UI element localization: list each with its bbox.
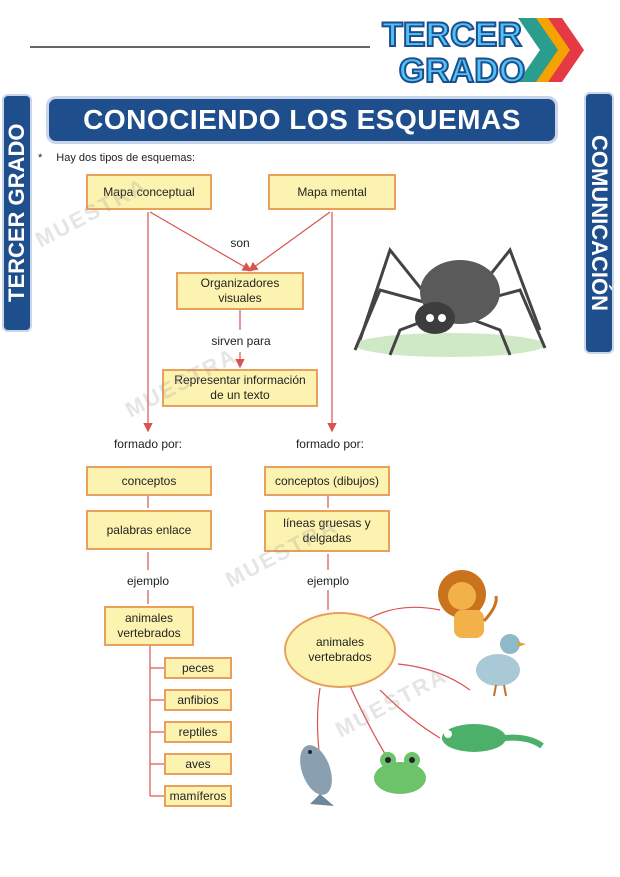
side-label-subject: COMUNICACIÓN [584, 92, 614, 354]
badge-line1: TERCER [382, 16, 522, 54]
page-title: CONOCIENDO LOS ESQUEMAS [46, 96, 558, 144]
header-rule [30, 46, 370, 48]
box-animales-vertebrados: animales vertebrados [104, 606, 194, 646]
box-mapa-mental: Mapa mental [268, 174, 396, 210]
box-lineas: líneas gruesas y delgadas [264, 510, 390, 552]
tercer-grado-badge: TERCER GRADO [381, 15, 584, 90]
intro-text: Hay dos tipos de esquemas: [56, 152, 196, 164]
frog-illustration [374, 752, 426, 794]
list-item-peces: peces [164, 657, 232, 679]
spider-illustration [353, 246, 547, 357]
label-sirven-para: sirven para [211, 334, 271, 348]
label-ejemplo-left: ejemplo [126, 574, 170, 588]
lizard-illustration [442, 724, 544, 752]
list-item-mamiferos: mamíferos [164, 785, 232, 807]
list-item-reptiles: reptiles [164, 721, 232, 743]
fish-illustration [300, 745, 334, 806]
intro-bullet: * [38, 152, 43, 164]
label-son: son [230, 236, 250, 250]
list-item-aves: aves [164, 753, 232, 775]
box-palabras-enlace: palabras enlace [86, 510, 212, 550]
box-representar: Representar información de un texto [162, 369, 318, 407]
label-formado-right: formado por: [295, 437, 365, 451]
bird-illustration [476, 634, 526, 697]
label-ejemplo-right: ejemplo [306, 574, 350, 588]
lion-illustration [438, 570, 498, 638]
list-item-anfibios: anfibios [164, 689, 232, 711]
intro-line: * Hay dos tipos de esquemas: [38, 152, 195, 164]
box-conceptos: conceptos [86, 466, 212, 496]
box-conceptos-dibujos: conceptos (dibujos) [264, 466, 390, 496]
label-formado-left: formado por: [113, 437, 183, 451]
box-organizadores: Organizadores visuales [176, 272, 304, 310]
oval-animales-vertebrados: animales vertebrados [284, 612, 396, 688]
badge-line2: GRADO [399, 52, 526, 90]
box-mapa-conceptual: Mapa conceptual [86, 174, 212, 210]
